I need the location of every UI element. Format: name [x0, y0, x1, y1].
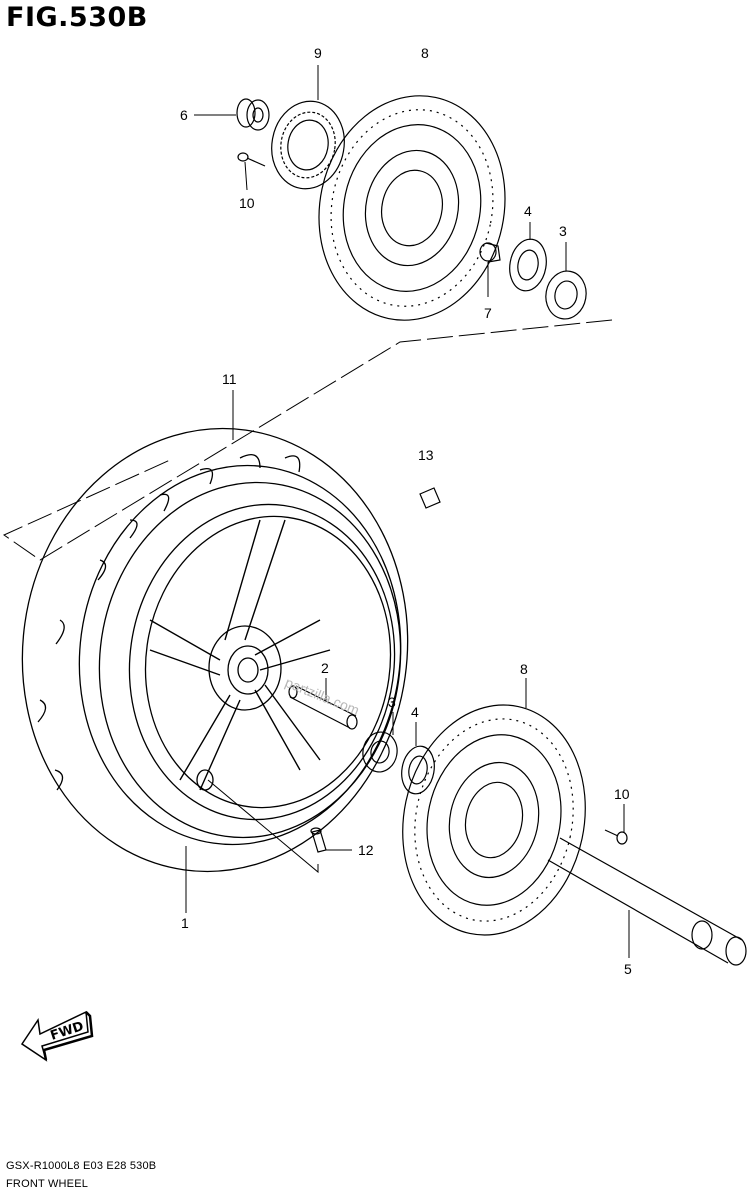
bearing-3-upper[interactable] — [542, 268, 590, 322]
fwd-arrow-icon: FWD — [20, 1010, 94, 1062]
callout-label: 11 — [222, 371, 237, 387]
callout-label: 1 — [181, 915, 189, 931]
abs-sensor-ring[interactable] — [265, 95, 351, 194]
callout-label: 8 — [520, 661, 528, 677]
callout-label: 9 — [314, 45, 322, 61]
callout-label: 4 — [411, 704, 419, 720]
screw-10-upper[interactable] — [237, 152, 266, 167]
callout-label: 8 — [421, 45, 429, 61]
spacer-2[interactable] — [288, 685, 358, 730]
spacer-6[interactable] — [236, 98, 270, 131]
callout-label: 5 — [624, 961, 632, 977]
oil-seal-4-upper[interactable] — [506, 236, 550, 293]
upper-brake-disc[interactable] — [299, 78, 526, 337]
callout-label: 7 — [484, 305, 492, 321]
callout-label: 3 — [388, 694, 396, 710]
screw-10-lower[interactable] — [604, 829, 628, 845]
lower-brake-disc[interactable] — [382, 688, 606, 952]
footer-model-code: GSX-R1000L8 E03 E28 530B — [6, 1160, 157, 1172]
spacer-7[interactable] — [479, 242, 501, 263]
watermark: partzilla.com — [283, 674, 362, 718]
front-axle-5[interactable] — [547, 837, 747, 966]
callout-label: 12 — [358, 842, 374, 858]
front-wheel-assembly[interactable] — [0, 403, 436, 896]
callout-label: 2 — [321, 660, 329, 676]
callout-label: 10 — [239, 195, 255, 211]
bearing-3-lower[interactable] — [360, 729, 400, 774]
oil-seal-4-lower[interactable] — [398, 744, 438, 797]
callout-label: 6 — [180, 107, 188, 123]
balance-weight-13[interactable] — [419, 487, 441, 509]
axle-reference-lines — [2, 319, 613, 561]
leader-lines — [185, 65, 630, 958]
callout-label: 4 — [524, 203, 532, 219]
footer-section-name: FRONT WHEEL — [6, 1178, 89, 1190]
callout-label: 10 — [614, 786, 630, 802]
callout-label: 13 — [418, 447, 434, 463]
figure-title: FIG.530B — [6, 2, 148, 33]
callout-label: 3 — [559, 223, 567, 239]
